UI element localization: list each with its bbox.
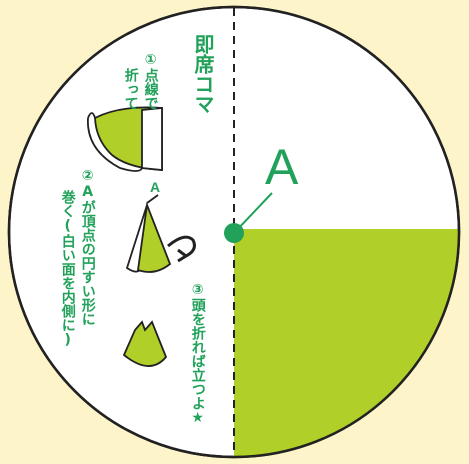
step1-number: ① — [143, 52, 159, 68]
step3-number: ③ — [190, 282, 206, 298]
step1-text1: 点線で — [143, 68, 159, 110]
lime-quarter — [234, 229, 469, 464]
step2-text1: Aが頂点の円すい形に — [80, 184, 96, 326]
step1-line2: 折って — [123, 68, 138, 110]
step1-line1: ①点線で — [143, 52, 158, 110]
step3-text1: 頭を折れば立つよ★ — [190, 298, 206, 426]
point-a-label: A — [265, 142, 298, 192]
cone-apex-label: A — [150, 180, 160, 194]
point-a-dot — [224, 223, 244, 243]
title: 即席コマ — [192, 34, 213, 114]
step2-line1: ②Aが頂点の円すい形に — [80, 168, 95, 326]
step3-line1: ③頭を折れば立つよ★ — [190, 282, 205, 426]
step2-number: ② — [80, 168, 96, 184]
step2-line2: 巻く(白い面を内側に) — [60, 190, 75, 348]
